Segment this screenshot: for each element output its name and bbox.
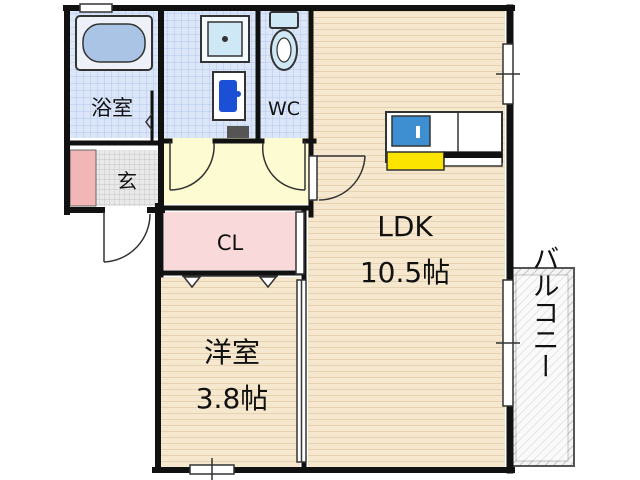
- window-ldk-east: [496, 43, 520, 105]
- washing-machine: [212, 71, 246, 121]
- entrance-floor: [96, 150, 158, 206]
- label-closet: CL: [217, 231, 244, 255]
- sliding-door-western: [296, 279, 307, 463]
- label-western-name: 洋室: [204, 336, 260, 369]
- window-western: [189, 458, 235, 480]
- kitchen-counter: [385, 111, 503, 171]
- window-bath: [79, 3, 113, 13]
- toilet: [269, 11, 299, 71]
- door-bath: [145, 113, 153, 131]
- sliding-door-balcony: [496, 279, 520, 407]
- ldk-floor: [308, 10, 505, 468]
- door-wc: [261, 141, 306, 191]
- closet-floor: [164, 212, 298, 270]
- sliding-door-closet: [295, 211, 305, 275]
- bathtub: [75, 15, 153, 71]
- closet-folding-doors: [182, 275, 278, 289]
- western-room-floor: [158, 277, 300, 468]
- hallway-floor: [164, 138, 308, 204]
- door-ldk: [308, 155, 366, 201]
- label-ldk-size: 10.5帖: [360, 256, 450, 289]
- label-western-size: 3.8帖: [196, 382, 269, 415]
- label-entrance: 玄: [117, 169, 137, 193]
- label-bath: 浴室: [91, 96, 133, 120]
- washroom-step: [227, 126, 249, 138]
- vanity-sink: [200, 15, 250, 63]
- label-wc: WC: [268, 98, 300, 120]
- entrance-shoebox: [69, 149, 97, 207]
- label-balcony: バルコニー: [528, 245, 559, 380]
- door-entrance: [103, 212, 151, 263]
- door-washroom: [169, 141, 215, 191]
- label-ldk-name: LDK: [377, 210, 433, 243]
